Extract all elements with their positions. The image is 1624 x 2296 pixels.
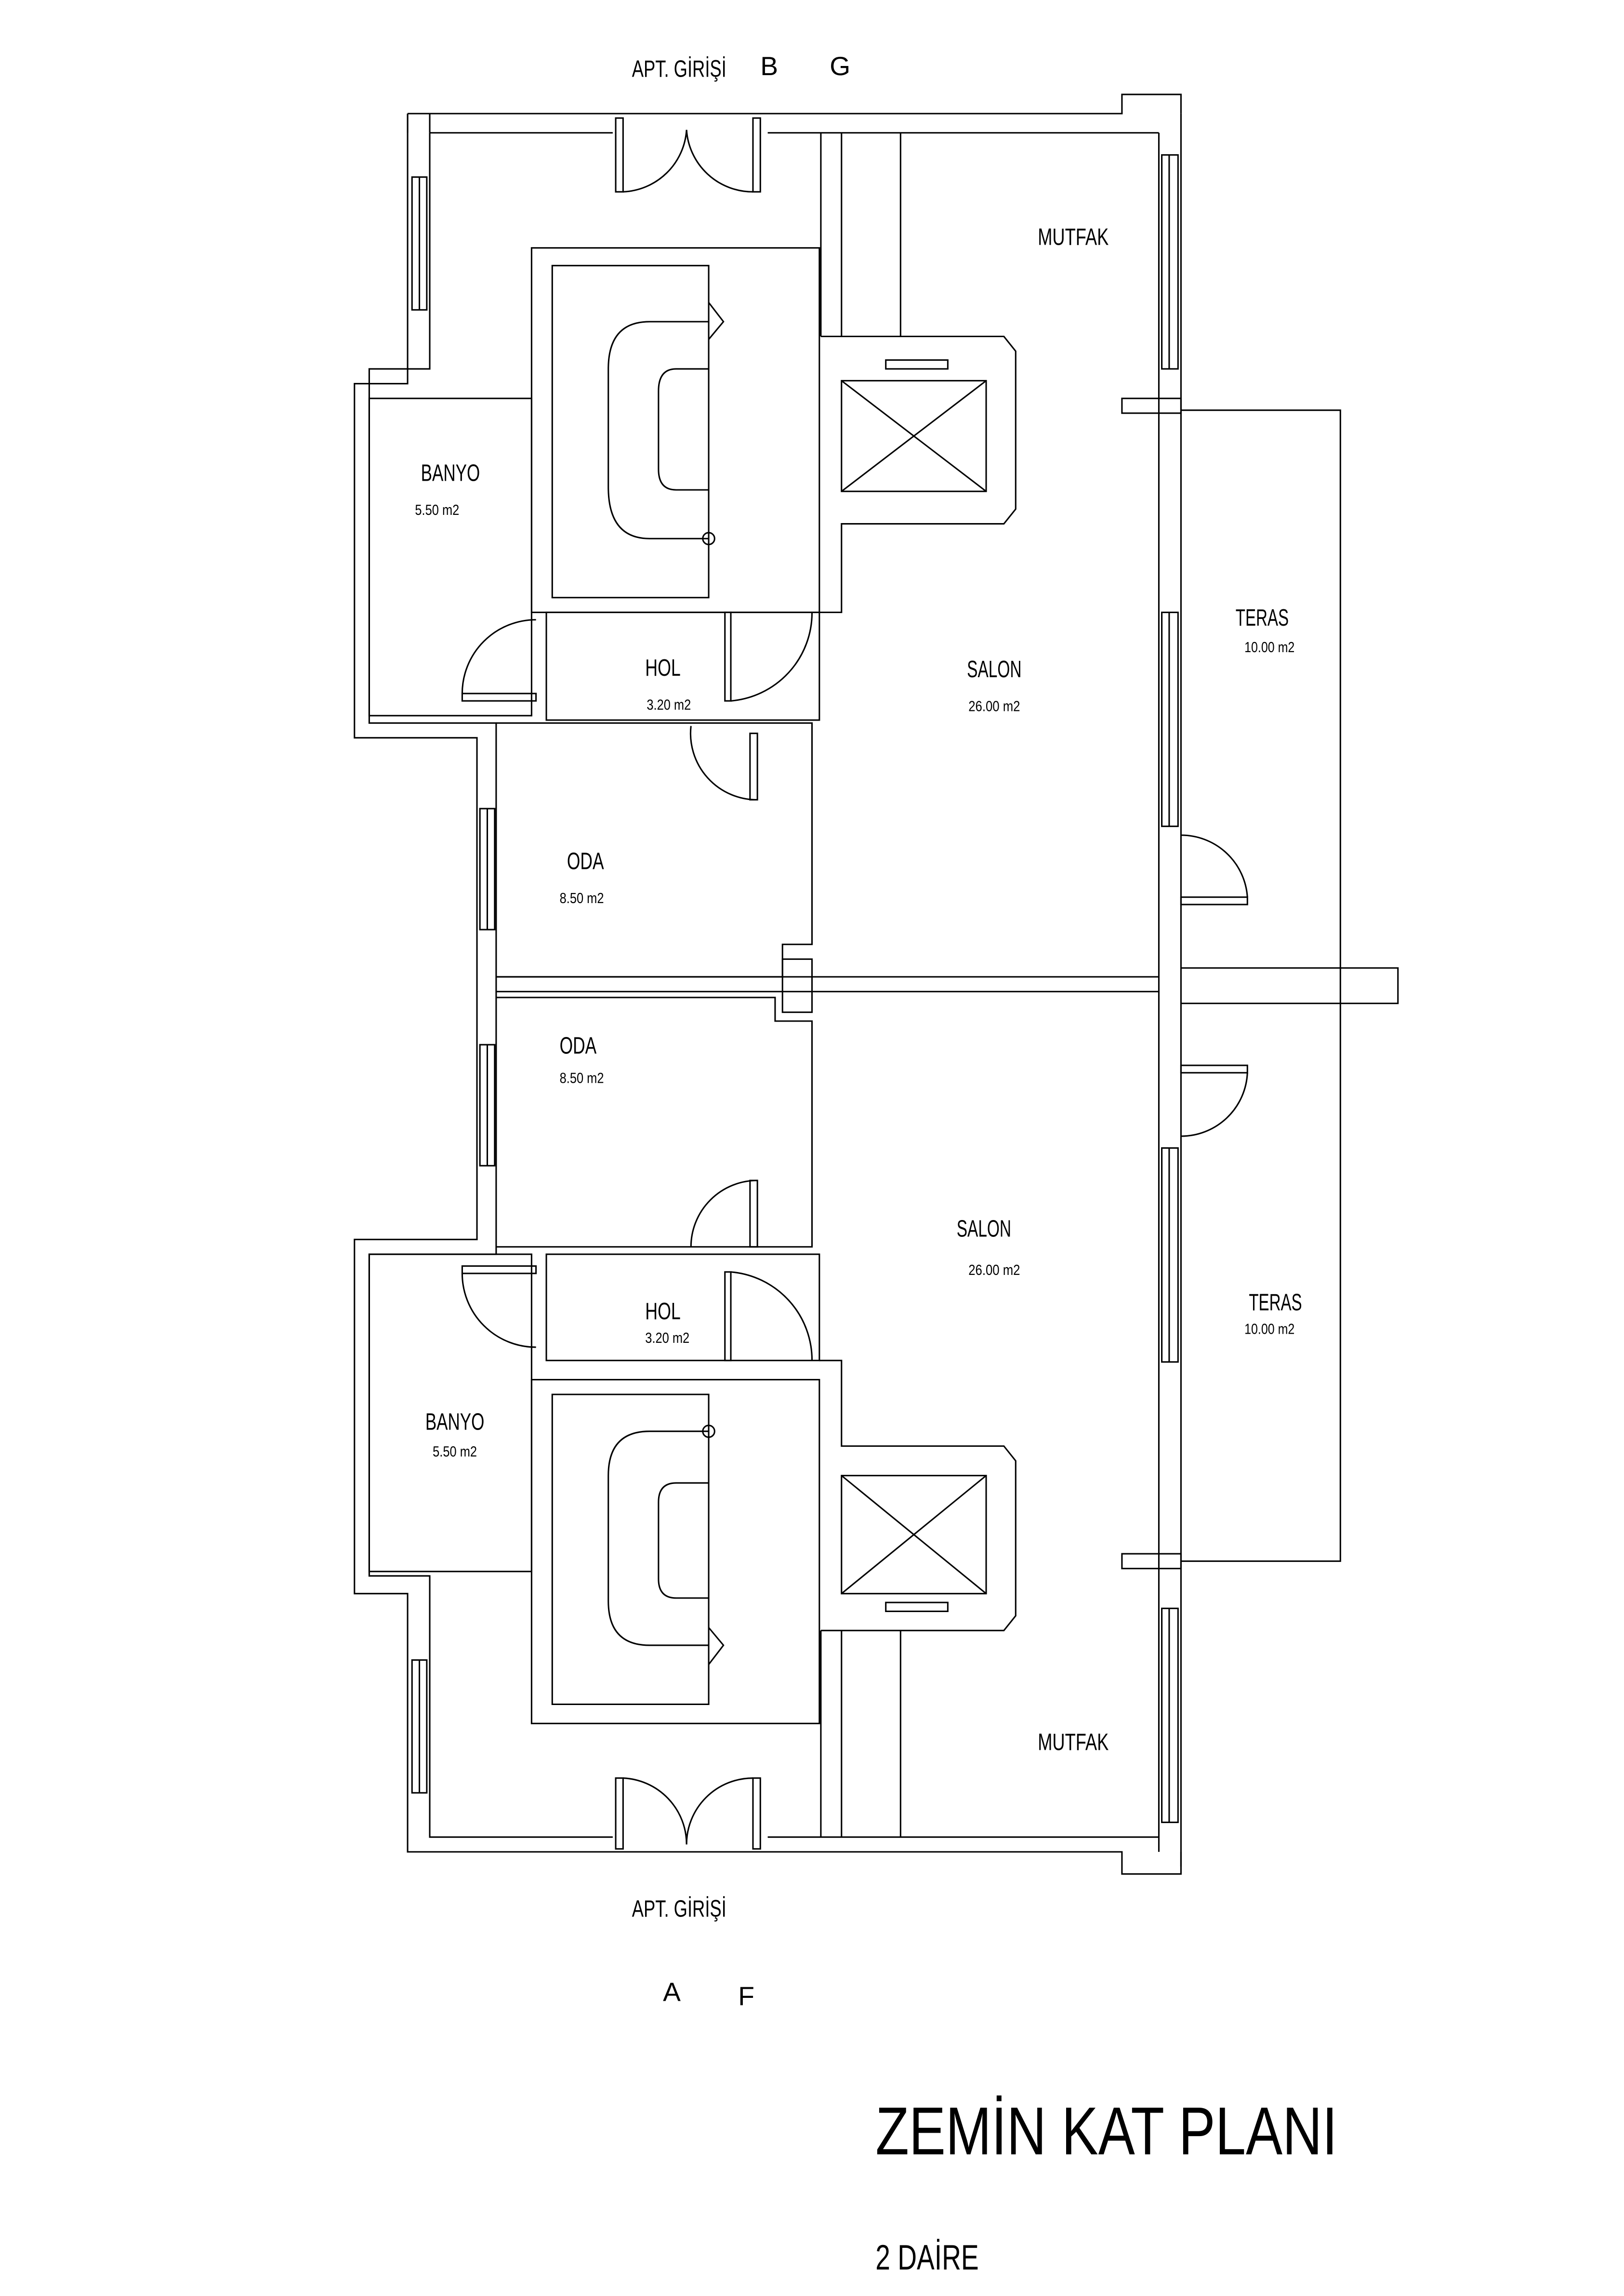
terrace-area-bottom: 10.00 m2: [1244, 1321, 1294, 1338]
doors: [461, 117, 1248, 1850]
hall-area-top: 3.20 m2: [647, 697, 691, 713]
axis-label-f: F: [738, 1981, 754, 2011]
living-area-bottom: 26.00 m2: [968, 1262, 1020, 1278]
kitchen-label-bottom: MUTFAK: [1038, 1729, 1109, 1755]
axis-label-g: G: [830, 51, 850, 81]
bathroom-area-top: 5.50 m2: [415, 502, 459, 518]
room-area-top: 8.50 m2: [560, 890, 604, 906]
room-area-bottom: 8.50 m2: [560, 1070, 604, 1087]
bathroom-label-bottom: BANYO: [425, 1409, 485, 1435]
staircases: [607, 302, 725, 1665]
hall-label-top: HOL: [645, 655, 681, 681]
living-label-top: SALON: [967, 656, 1021, 682]
labels: APT. GİRİŞİ B G MUTFAK BANYO 5.50 m2 HOL…: [415, 51, 1337, 2277]
room-label-top: ODA: [567, 848, 604, 874]
entrance-label-top: APT. GİRİŞİ: [632, 56, 726, 82]
terraces: [1121, 397, 1399, 1570]
living-area-top: 26.00 m2: [968, 698, 1020, 715]
terrace-area-top: 10.00 m2: [1244, 639, 1294, 656]
windows: [411, 154, 1179, 1824]
hall-area-bottom: 3.20 m2: [645, 1330, 689, 1346]
axis-label-b: B: [760, 51, 778, 81]
room-label-bottom: ODA: [560, 1033, 597, 1059]
terrace-label-bottom: TERAS: [1249, 1289, 1302, 1315]
plan-title: ZEMİN KAT PLANI: [875, 2093, 1337, 2169]
outer-walls: [354, 93, 1182, 1875]
interior-walls: [368, 132, 1159, 1837]
living-label-bottom: SALON: [957, 1216, 1011, 1242]
bathroom-label-top: BANYO: [421, 460, 480, 486]
elevators: [841, 359, 987, 1613]
entrance-label-bottom: APT. GİRİŞİ: [632, 1896, 726, 1922]
plan-subtitle: 2 DAİRE: [875, 2237, 978, 2277]
bathroom-area-bottom: 5.50 m2: [433, 1443, 477, 1460]
hall-label-bottom: HOL: [645, 1299, 681, 1325]
kitchen-label-top: MUTFAK: [1038, 224, 1109, 250]
terrace-label-top: TERAS: [1236, 605, 1289, 631]
axis-label-a: A: [663, 1977, 681, 2007]
